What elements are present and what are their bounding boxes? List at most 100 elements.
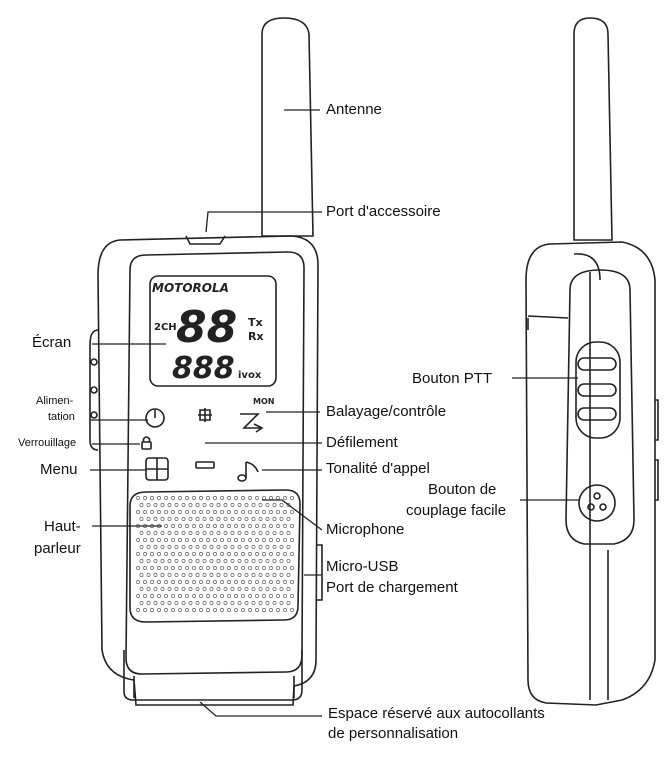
speaker-hole — [174, 587, 179, 591]
speaker-hole — [199, 524, 203, 528]
speaker-hole — [244, 559, 249, 563]
speaker-hole — [234, 566, 238, 570]
speaker-hole — [237, 601, 242, 605]
speaker-hole — [136, 510, 140, 514]
speaker-hole — [290, 552, 294, 556]
speaker-hole — [279, 517, 284, 521]
speaker-hole — [150, 496, 154, 500]
speaker-hole — [150, 608, 154, 612]
speaker-hole — [178, 496, 182, 500]
speaker-hole — [216, 587, 221, 591]
label-alimentation-1: Alimen- — [36, 395, 74, 407]
speaker-hole — [290, 538, 294, 542]
speaker-hole — [136, 566, 140, 570]
speaker-hole — [143, 608, 147, 612]
speaker-hole — [202, 517, 207, 521]
speaker-hole — [248, 594, 252, 598]
speaker-hole — [150, 510, 154, 514]
speaker-hole — [237, 531, 242, 535]
speaker-hole — [174, 503, 179, 507]
speaker-hole — [143, 580, 147, 584]
speaker-hole — [171, 524, 175, 528]
speaker-hole — [241, 538, 245, 542]
speaker-hole — [160, 559, 165, 563]
speaker-hole — [262, 594, 266, 598]
speaker-hole — [195, 587, 200, 591]
speaker-hole — [160, 573, 165, 577]
speaker-hole — [213, 594, 217, 598]
label-antenne: Antenne — [326, 101, 382, 118]
speaker-hole — [209, 573, 214, 577]
speaker-hole — [188, 531, 193, 535]
speaker-hole — [192, 566, 196, 570]
speaker-hole — [164, 524, 168, 528]
speaker-hole — [272, 573, 277, 577]
speaker-hole — [139, 573, 144, 577]
speaker-hole — [234, 552, 238, 556]
speaker-hole — [223, 573, 228, 577]
speaker-hole — [209, 601, 214, 605]
speaker-hole — [230, 587, 235, 591]
speaker-hole — [265, 503, 270, 507]
speaker-hole — [164, 580, 168, 584]
speaker-hole — [157, 496, 161, 500]
speaker-hole — [227, 552, 231, 556]
speaker-hole — [286, 531, 291, 535]
speaker-hole — [220, 580, 224, 584]
speaker-hole — [269, 524, 273, 528]
speaker-hole — [188, 517, 193, 521]
label-espace-2: de personnalisation — [328, 725, 459, 742]
speaker-hole — [178, 538, 182, 542]
speaker-hole — [143, 510, 147, 514]
speaker-hole — [171, 608, 175, 612]
speaker-hole — [157, 580, 161, 584]
speaker-hole — [188, 601, 193, 605]
speaker-hole — [150, 538, 154, 542]
speaker-hole — [185, 524, 189, 528]
speaker-hole — [283, 594, 287, 598]
speaker-hole — [206, 524, 210, 528]
speaker-hole — [157, 552, 161, 556]
speaker-hole — [265, 545, 270, 549]
speaker-hole — [241, 552, 245, 556]
speaker-hole — [206, 496, 210, 500]
speaker-hole — [265, 559, 270, 563]
speaker-hole — [223, 503, 228, 507]
speaker-hole — [244, 545, 249, 549]
speaker-hole — [248, 496, 252, 500]
speaker-hole — [272, 517, 277, 521]
speaker-hole — [265, 531, 270, 535]
speaker-hole — [227, 566, 231, 570]
speaker-hole — [153, 573, 158, 577]
accessory-port — [185, 235, 226, 245]
speaker-hole — [283, 608, 287, 612]
speaker-hole — [153, 559, 158, 563]
speaker-hole — [283, 496, 287, 500]
power-icon — [145, 408, 165, 428]
speaker-hole — [139, 545, 144, 549]
speaker-hole — [167, 531, 172, 535]
speaker-hole — [199, 552, 203, 556]
speaker-hole — [206, 510, 210, 514]
speaker-hole — [206, 594, 210, 598]
speaker-hole — [286, 559, 291, 563]
speaker-hole — [199, 510, 203, 514]
speaker-hole — [202, 545, 207, 549]
speaker-hole — [150, 566, 154, 570]
speaker-hole — [290, 510, 294, 514]
speaker-hole — [188, 587, 193, 591]
speaker-hole — [290, 608, 294, 612]
speaker-hole — [223, 587, 228, 591]
label-espace-1: Espace réservé aux autocollants — [328, 705, 545, 722]
speaker-hole — [213, 566, 217, 570]
lcd-content: 2CH 88 Tx Rx 888 ivox MOTOROLA MON — [152, 281, 274, 406]
speaker-hole — [153, 545, 158, 549]
speaker-hole — [279, 587, 284, 591]
speaker-hole — [195, 601, 200, 605]
speaker-hole — [192, 510, 196, 514]
lock-icon — [141, 441, 152, 450]
speaker-hole — [157, 608, 161, 612]
label-micro-usb: Micro-USB — [326, 558, 399, 575]
speaker-hole — [178, 608, 182, 612]
speaker-hole — [258, 601, 263, 605]
